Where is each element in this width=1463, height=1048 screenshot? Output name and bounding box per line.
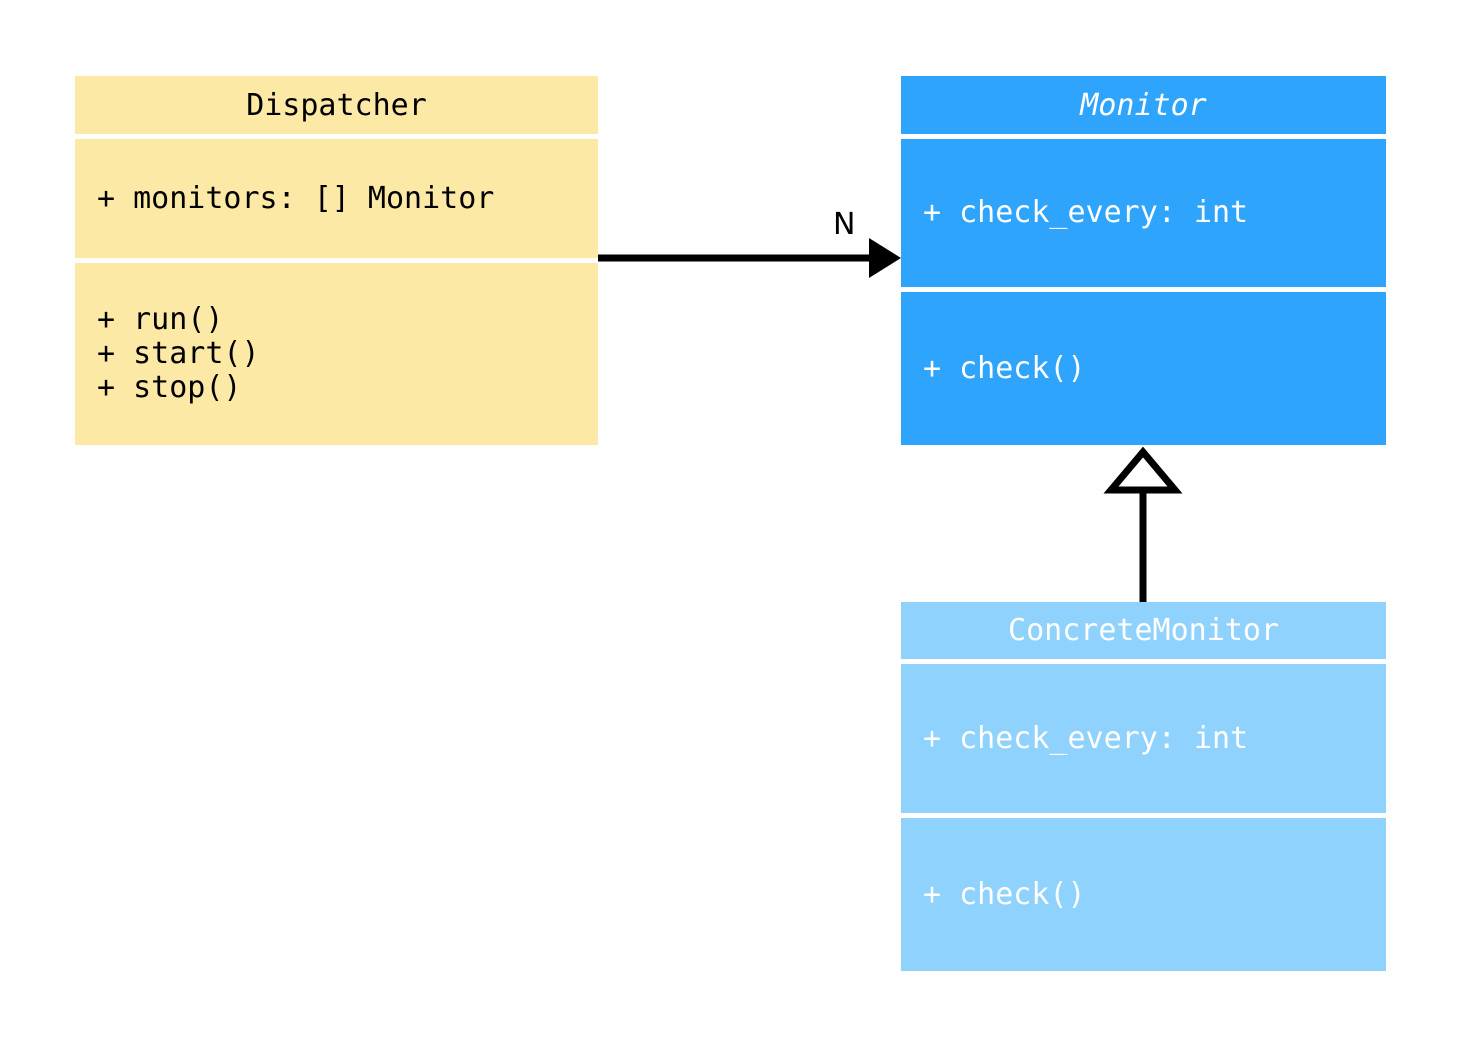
hollow-triangle-arrowhead-icon bbox=[1103, 446, 1183, 494]
attribute-row: + check_every: int bbox=[923, 720, 1249, 756]
attributes-compartment-dispatcher: + monitors: [] Monitor bbox=[75, 139, 598, 258]
compartment-divider bbox=[75, 134, 598, 139]
attributes-compartment-concrete-monitor: + check_every: int bbox=[901, 664, 1386, 813]
methods-compartment-concrete-monitor: + check() bbox=[901, 818, 1386, 971]
class-box-monitor[interactable]: Monitor + check_every: int + check() bbox=[901, 76, 1386, 445]
compartment-divider bbox=[901, 659, 1386, 664]
method-row: + check() bbox=[923, 876, 1086, 912]
method-row: + start() bbox=[97, 336, 260, 371]
methods-compartment-monitor: + check() bbox=[901, 292, 1386, 445]
compartment-divider bbox=[901, 813, 1386, 818]
class-title-dispatcher: Dispatcher bbox=[75, 76, 598, 134]
compartment-divider bbox=[75, 258, 598, 263]
method-row: + check() bbox=[923, 350, 1086, 386]
attribute-row: + check_every: int bbox=[923, 195, 1249, 230]
compartment-divider bbox=[901, 287, 1386, 292]
methods-compartment-dispatcher: + run() + start() + stop() bbox=[75, 263, 598, 445]
method-row: + stop() bbox=[97, 370, 242, 405]
generalization-concrete-monitor-monitor bbox=[1103, 446, 1183, 602]
multiplicity-label-n: N bbox=[833, 207, 856, 242]
class-box-concrete-monitor[interactable]: ConcreteMonitor + check_every: int + che… bbox=[901, 602, 1386, 971]
filled-triangle-arrowhead-icon bbox=[869, 238, 901, 278]
class-name-text: Monitor bbox=[1080, 87, 1207, 123]
class-title-concrete-monitor: ConcreteMonitor bbox=[901, 602, 1386, 659]
compartment-divider bbox=[901, 134, 1386, 139]
attributes-compartment-monitor: + check_every: int bbox=[901, 139, 1386, 287]
association-dispatcher-monitor bbox=[598, 238, 901, 278]
class-name-text: Dispatcher bbox=[246, 87, 427, 123]
class-name-text: ConcreteMonitor bbox=[1008, 613, 1279, 648]
attribute-row: + monitors: [] Monitor bbox=[97, 180, 495, 216]
class-box-dispatcher[interactable]: Dispatcher + monitors: [] Monitor + run(… bbox=[75, 76, 598, 445]
class-title-monitor: Monitor bbox=[901, 76, 1386, 134]
method-row: + run() bbox=[97, 302, 224, 337]
